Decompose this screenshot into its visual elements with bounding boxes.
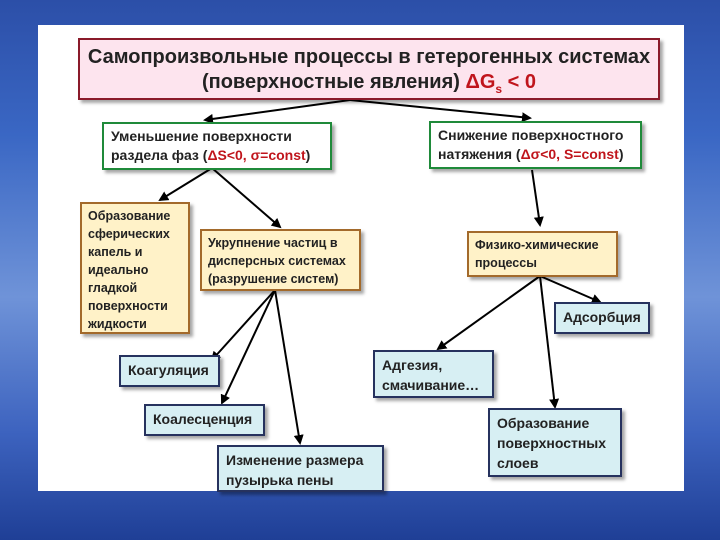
left-branch-line1: Уменьшение поверхности	[111, 127, 323, 146]
coalescence-label: Коалесценция	[153, 409, 256, 429]
foam-bubble-box: Изменение размера пузырька пены	[217, 445, 384, 492]
arrow-title-to-left	[205, 100, 350, 120]
spherical-drops-box: Образование сферических капель и идеальн…	[80, 202, 190, 334]
spherical-drops-line: гладкой	[88, 279, 182, 297]
title-line1: Самопроизвольные процессы в гетерогенных…	[80, 45, 658, 70]
right-branch-close: )	[619, 146, 624, 162]
arrow-left-to-drops	[160, 168, 212, 200]
adsorption-box: Адсорбция	[554, 302, 650, 334]
adhesion-box: Адгезия, смачивание…	[373, 350, 494, 398]
arrow-physchem-to-adhesion	[438, 276, 540, 349]
arrow-enlarge-to-coalescence	[222, 290, 275, 403]
particle-enlargement-line: (разрушение систем)	[208, 270, 353, 288]
coagulation-label: Коагуляция	[128, 360, 211, 380]
right-branch-line2: натяжения (Δσ<0, S=const)	[438, 145, 633, 164]
left-branch-box: Уменьшение поверхности раздела фаз (ΔS<0…	[102, 122, 332, 170]
arrow-right-to-physchem	[532, 170, 540, 225]
title-formula-suffix: < 0	[502, 71, 536, 93]
coagulation-box: Коагуляция	[119, 355, 220, 387]
left-branch-formula: ΔS<0, σ=const	[207, 147, 305, 163]
foam-bubble-line: пузырька пены	[226, 470, 375, 490]
title-formula: ΔGs < 0	[465, 71, 536, 93]
title-formula-prefix: ΔG	[465, 71, 495, 93]
arrow-physchem-to-layers	[540, 276, 555, 407]
left-branch-line2: раздела фаз (ΔS<0, σ=const)	[111, 146, 323, 165]
right-branch-box: Снижение поверхностного натяжения (Δσ<0,…	[429, 121, 642, 169]
title-box: Самопроизвольные процессы в гетерогенных…	[78, 38, 660, 100]
title-line2: (поверхностные явления) ΔGs < 0	[80, 70, 658, 102]
physchem-line: Физико-химические	[475, 236, 610, 254]
surface-layers-line: слоев	[497, 453, 613, 473]
adsorption-label: Адсорбция	[563, 307, 641, 327]
spherical-drops-line: сферических	[88, 225, 182, 243]
arrow-enlarge-to-coagulation	[212, 290, 275, 360]
right-branch-line1: Снижение поверхностного	[438, 126, 633, 145]
left-branch-text: раздела фаз (	[111, 147, 207, 163]
arrow-enlarge-to-foam	[275, 290, 300, 443]
spherical-drops-line: жидкости	[88, 315, 182, 333]
spherical-drops-line: Образование	[88, 207, 182, 225]
right-branch-formula: Δσ<0, S=const	[521, 146, 619, 162]
particle-enlargement-box: Укрупнение частиц в дисперсных системах …	[200, 229, 361, 291]
particle-enlargement-line: Укрупнение частиц в	[208, 234, 353, 252]
coalescence-box: Коалесценция	[144, 404, 265, 436]
surface-layers-line: поверхностных	[497, 433, 613, 453]
title-line2-text: (поверхностные явления)	[202, 71, 466, 93]
spherical-drops-line: поверхности	[88, 297, 182, 315]
physchem-line: процессы	[475, 254, 610, 272]
particle-enlargement-line: дисперсных системах	[208, 252, 353, 270]
adhesion-line: Адгезия,	[382, 355, 485, 375]
arrow-title-to-right	[350, 100, 530, 118]
arrow-physchem-to-adsorption	[540, 276, 600, 302]
surface-layers-line: Образование	[497, 413, 613, 433]
physchem-box: Физико-химические процессы	[467, 231, 618, 277]
right-branch-text: натяжения (	[438, 146, 521, 162]
arrow-left-to-enlargement	[212, 168, 280, 227]
spherical-drops-line: идеально	[88, 261, 182, 279]
surface-layers-box: Образование поверхностных слоев	[488, 408, 622, 477]
foam-bubble-line: Изменение размера	[226, 450, 375, 470]
spherical-drops-line: капель и	[88, 243, 182, 261]
left-branch-close: )	[306, 147, 311, 163]
adhesion-line: смачивание…	[382, 375, 485, 395]
